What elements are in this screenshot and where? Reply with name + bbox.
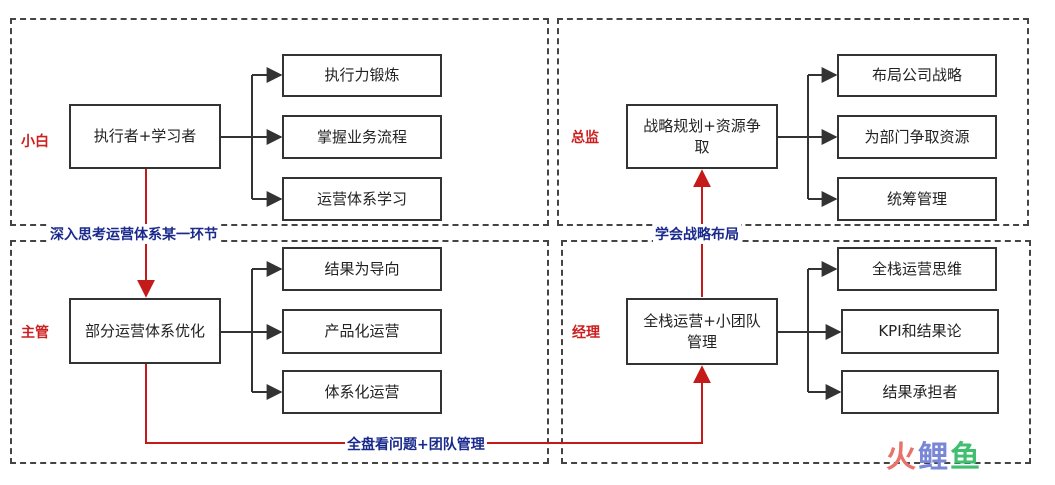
node-zhuguan-branch-1: 结果为导向	[282, 247, 442, 291]
branch-arrows-zongjian	[778, 67, 838, 207]
transition-label-to-zongjian: 学会战略布局	[653, 224, 741, 244]
watermark-char-1: 火	[886, 440, 916, 475]
node-jingli-branch-2: KPI和结果论	[841, 309, 999, 354]
node-xiaobai-branch-1: 执行力锻炼	[282, 54, 442, 97]
role-label-zongjian: 总监	[571, 130, 599, 146]
role-label-xiaobai: 小白	[21, 134, 49, 150]
role-label-zhuguan: 主管	[21, 325, 49, 341]
branch-arrows-jingli	[778, 261, 842, 400]
node-xiaobai-main: 执行者+学习者	[69, 104, 221, 169]
transition-label-to-jingli: 全盘看问题+团队管理	[345, 434, 487, 454]
node-zongjian-branch-2: 为部门争取资源	[837, 115, 997, 159]
node-zhuguan-branch-3: 体系化运营	[282, 370, 442, 414]
transition-label-to-zhuguan: 深入思考运营体系某一环节	[48, 224, 220, 244]
panel-zhuguan	[10, 240, 549, 464]
node-xiaobai-branch-2: 掌握业务流程	[282, 115, 442, 159]
node-jingli-branch-3: 结果承担者	[841, 370, 999, 414]
panel-jingli	[561, 240, 1031, 464]
watermark-logo: 火 鲤 鱼	[886, 440, 980, 476]
role-label-jingli: 经理	[572, 325, 600, 341]
watermark-char-3: 鱼	[950, 440, 980, 475]
node-xiaobai-branch-3: 运营体系学习	[282, 177, 442, 221]
branch-arrows-xiaobai	[221, 67, 283, 207]
node-jingli-branch-1: 全栈运营思维	[837, 247, 997, 291]
panel-zongjian	[557, 18, 1029, 226]
panel-xiaobai	[10, 18, 549, 226]
node-zhuguan-branch-2: 产品化运营	[282, 309, 442, 354]
node-zhuguan-main: 部分运营体系优化	[69, 298, 221, 364]
node-jingli-main: 全栈运营+小团队管理	[626, 298, 778, 365]
node-zongjian-branch-3: 统筹管理	[837, 177, 997, 221]
watermark-char-2: 鲤	[918, 440, 948, 475]
branch-arrows-zhuguan	[221, 261, 283, 400]
node-zongjian-main: 战略规划+资源争取	[626, 104, 778, 169]
node-zongjian-branch-1: 布局公司战略	[837, 54, 997, 97]
